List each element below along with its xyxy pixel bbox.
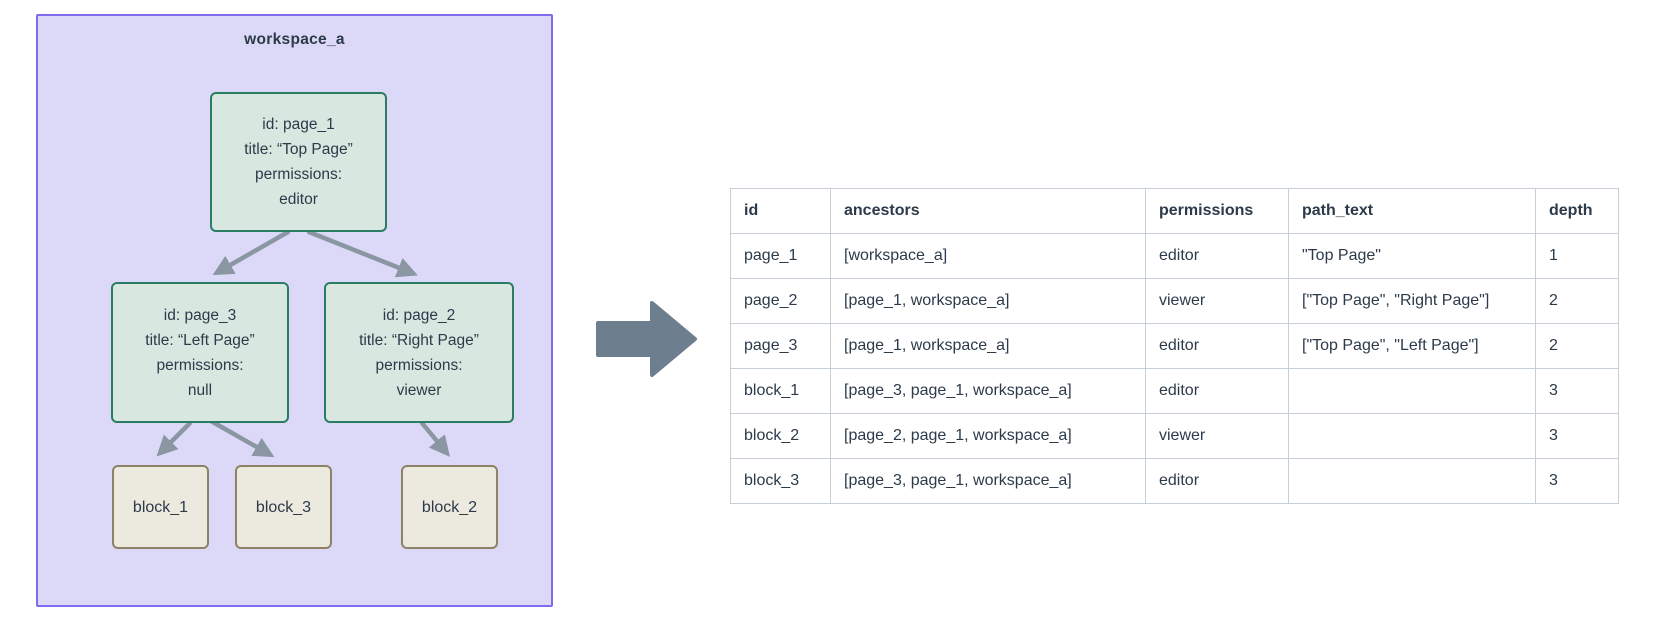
- cell-depth: 3: [1535, 368, 1619, 414]
- edge-page3-block1: [156, 420, 193, 457]
- cell-depth: 2: [1535, 323, 1619, 369]
- cell-path_text: "Top Page": [1288, 233, 1536, 279]
- col-header-ancestors: ancestors: [830, 188, 1146, 234]
- cell-id: block_1: [730, 368, 831, 414]
- table-row: page_3[page_1, workspace_a]editor["Top P…: [730, 323, 1619, 369]
- table-row: block_2[page_2, page_1, workspace_a]view…: [730, 413, 1619, 459]
- table-row: page_2[page_1, workspace_a]viewer["Top P…: [730, 278, 1619, 324]
- cell-path_text: [1288, 458, 1536, 504]
- cell-id: block_2: [730, 413, 831, 459]
- node-page-3: id: page_3 title: “Left Page” permission…: [111, 282, 289, 423]
- edge-page2-block2: [419, 420, 451, 457]
- header-row: id ancestors permissions path_text depth: [730, 188, 1619, 234]
- cell-path_text: ["Top Page", "Right Page"]: [1288, 278, 1536, 324]
- table-row: page_1[workspace_a]editor"Top Page"1: [730, 233, 1619, 279]
- node-line: null: [187, 381, 213, 399]
- transform-arrow-icon: [596, 301, 697, 377]
- node-line: title: “Right Page”: [359, 331, 479, 349]
- cell-path_text: [1288, 413, 1536, 459]
- col-header-id: id: [730, 188, 831, 234]
- node-block-1: block_1: [112, 465, 209, 549]
- cell-id: page_3: [730, 323, 831, 369]
- node-line: title: “Top Page”: [244, 141, 353, 158]
- col-header-path-text: path_text: [1288, 188, 1536, 234]
- cell-permissions: viewer: [1145, 278, 1289, 324]
- node-block-3: block_3: [235, 465, 332, 549]
- cell-permissions: editor: [1145, 458, 1289, 504]
- cell-ancestors: [workspace_a]: [830, 233, 1146, 279]
- cell-depth: 2: [1535, 278, 1619, 324]
- table-header: id ancestors permissions path_text depth: [730, 188, 1619, 234]
- cell-path_text: [1288, 368, 1536, 414]
- cell-ancestors: [page_3, page_1, workspace_a]: [830, 458, 1146, 504]
- node-page-1: id: page_1 title: “Top Page” permissions…: [210, 92, 387, 232]
- table-row: block_1[page_3, page_1, workspace_a]edit…: [730, 368, 1619, 414]
- result-table: id ancestors permissions path_text depth…: [730, 188, 1619, 504]
- cell-ancestors: [page_1, workspace_a]: [830, 278, 1146, 324]
- node-line: block_2: [421, 498, 478, 516]
- cell-permissions: editor: [1145, 368, 1289, 414]
- node-line: id: page_1: [262, 116, 335, 133]
- cell-depth: 1: [1535, 233, 1619, 279]
- table-row: block_3[page_3, page_1, workspace_a]edit…: [730, 458, 1619, 504]
- cell-depth: 3: [1535, 413, 1619, 459]
- cell-ancestors: [page_1, workspace_a]: [830, 323, 1146, 369]
- node-line: permissions:: [156, 356, 244, 374]
- node-line: title: “Left Page”: [145, 331, 255, 349]
- node-line: block_3: [255, 498, 312, 516]
- cell-id: page_1: [730, 233, 831, 279]
- edge-page1-page3: [212, 229, 291, 276]
- cell-permissions: viewer: [1145, 413, 1289, 459]
- cell-ancestors: [page_2, page_1, workspace_a]: [830, 413, 1146, 459]
- edge-page1-page2: [306, 229, 418, 278]
- cell-id: block_3: [730, 458, 831, 504]
- node-line: permissions:: [375, 356, 463, 374]
- node-line: viewer: [396, 381, 442, 399]
- workspace-title: workspace_a: [244, 31, 345, 48]
- node-page-2: id: page_2 title: “Right Page” permissio…: [324, 282, 514, 423]
- workspace-container: workspace_a id: page_1 title: “Top Page”…: [36, 14, 553, 607]
- edge-page3-block3: [208, 418, 275, 458]
- cell-path_text: ["Top Page", "Left Page"]: [1288, 323, 1536, 369]
- cell-permissions: editor: [1145, 323, 1289, 369]
- node-line: block_1: [132, 498, 189, 516]
- node-block-2: block_2: [401, 465, 498, 549]
- node-line: editor: [279, 191, 318, 208]
- col-header-permissions: permissions: [1145, 188, 1289, 234]
- node-line: permissions:: [255, 166, 342, 183]
- cell-id: page_2: [730, 278, 831, 324]
- col-header-depth: depth: [1535, 188, 1619, 234]
- cell-depth: 3: [1535, 458, 1619, 504]
- cell-permissions: editor: [1145, 233, 1289, 279]
- node-line: id: page_3: [163, 306, 237, 324]
- node-line: id: page_2: [382, 306, 456, 324]
- cell-ancestors: [page_3, page_1, workspace_a]: [830, 368, 1146, 414]
